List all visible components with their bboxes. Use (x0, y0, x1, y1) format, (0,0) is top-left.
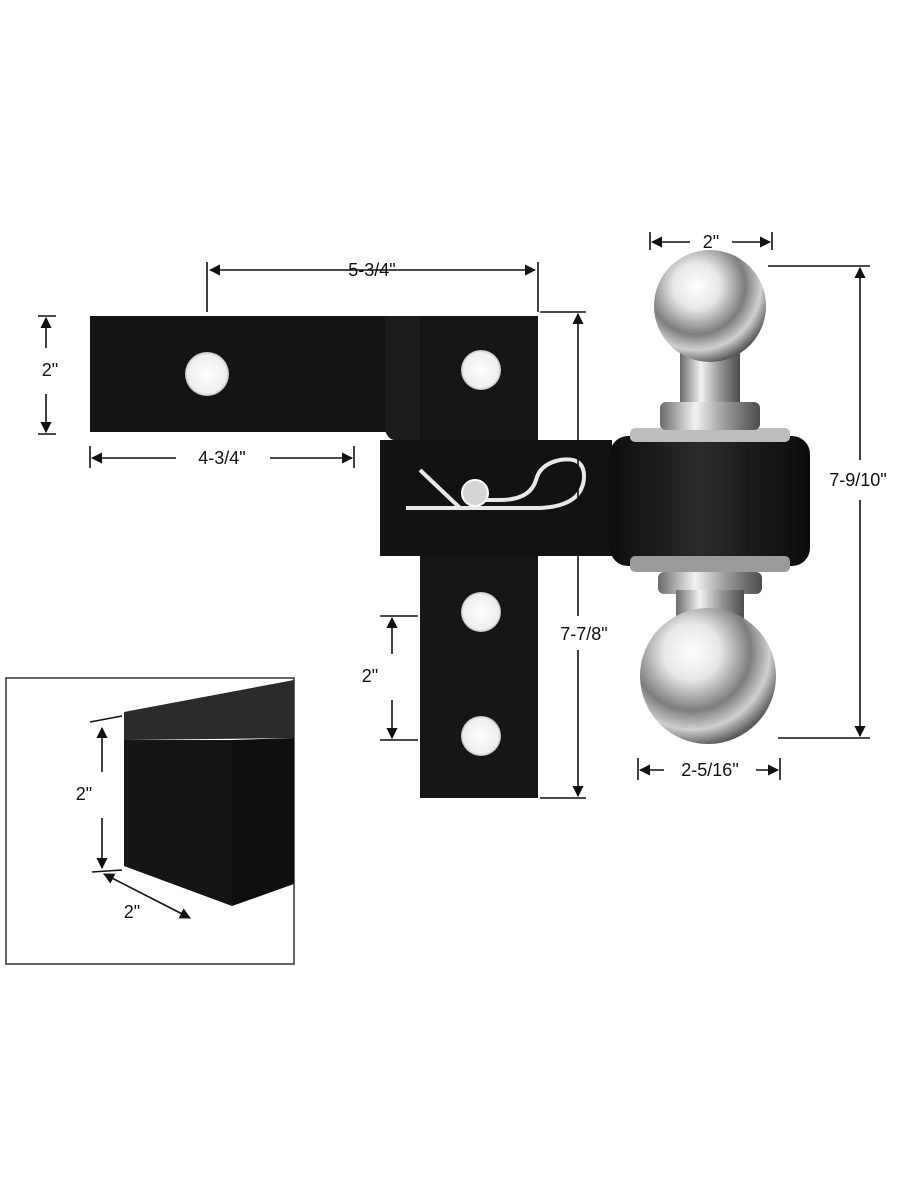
label-inset-height: 2" (76, 784, 92, 804)
dim-shank-length-to-pin: 5-3/4" (206, 260, 539, 312)
label-7-9-10: 7-9/10" (829, 470, 886, 490)
hitch-pin-clip-icon (406, 457, 587, 510)
dim-ball-top-diameter: 2" (649, 232, 773, 252)
drop-bracket (420, 316, 538, 798)
shank-bar (90, 316, 420, 440)
dim-hole-spacing: 2" (362, 615, 418, 741)
label-hole-2: 2" (362, 666, 378, 686)
label-5-3-4: 5-3/4" (348, 260, 395, 280)
inset-shank-cross-section: 2" 2" (5, 677, 295, 965)
ball-mount-sleeve (380, 428, 810, 572)
dim-shank-height: 2" (38, 315, 58, 435)
bottom-ball-2-5-16in (640, 572, 776, 744)
label-2-5-16: 2-5/16" (681, 760, 738, 780)
bracket-hole-middle (461, 592, 501, 632)
dim-overall-height: 7-9/10" (768, 265, 887, 739)
label-inset-width: 2" (124, 902, 140, 922)
label-4-3-4: 4-3/4" (198, 448, 245, 468)
dim-bracket-height: 7-7/8" (540, 311, 608, 799)
top-ball-2in (654, 250, 766, 430)
label-shank-2: 2" (42, 360, 58, 380)
label-ball-2: 2" (703, 232, 719, 252)
bracket-hole-top (461, 350, 501, 390)
dim-ball-bottom-diameter: 2-5/16" (637, 758, 781, 780)
bracket-hole-bottom (461, 716, 501, 756)
shank-pin-hole (185, 352, 229, 396)
label-7-7-8: 7-7/8" (560, 624, 607, 644)
dim-shank-length-to-edge: 4-3/4" (89, 446, 355, 468)
